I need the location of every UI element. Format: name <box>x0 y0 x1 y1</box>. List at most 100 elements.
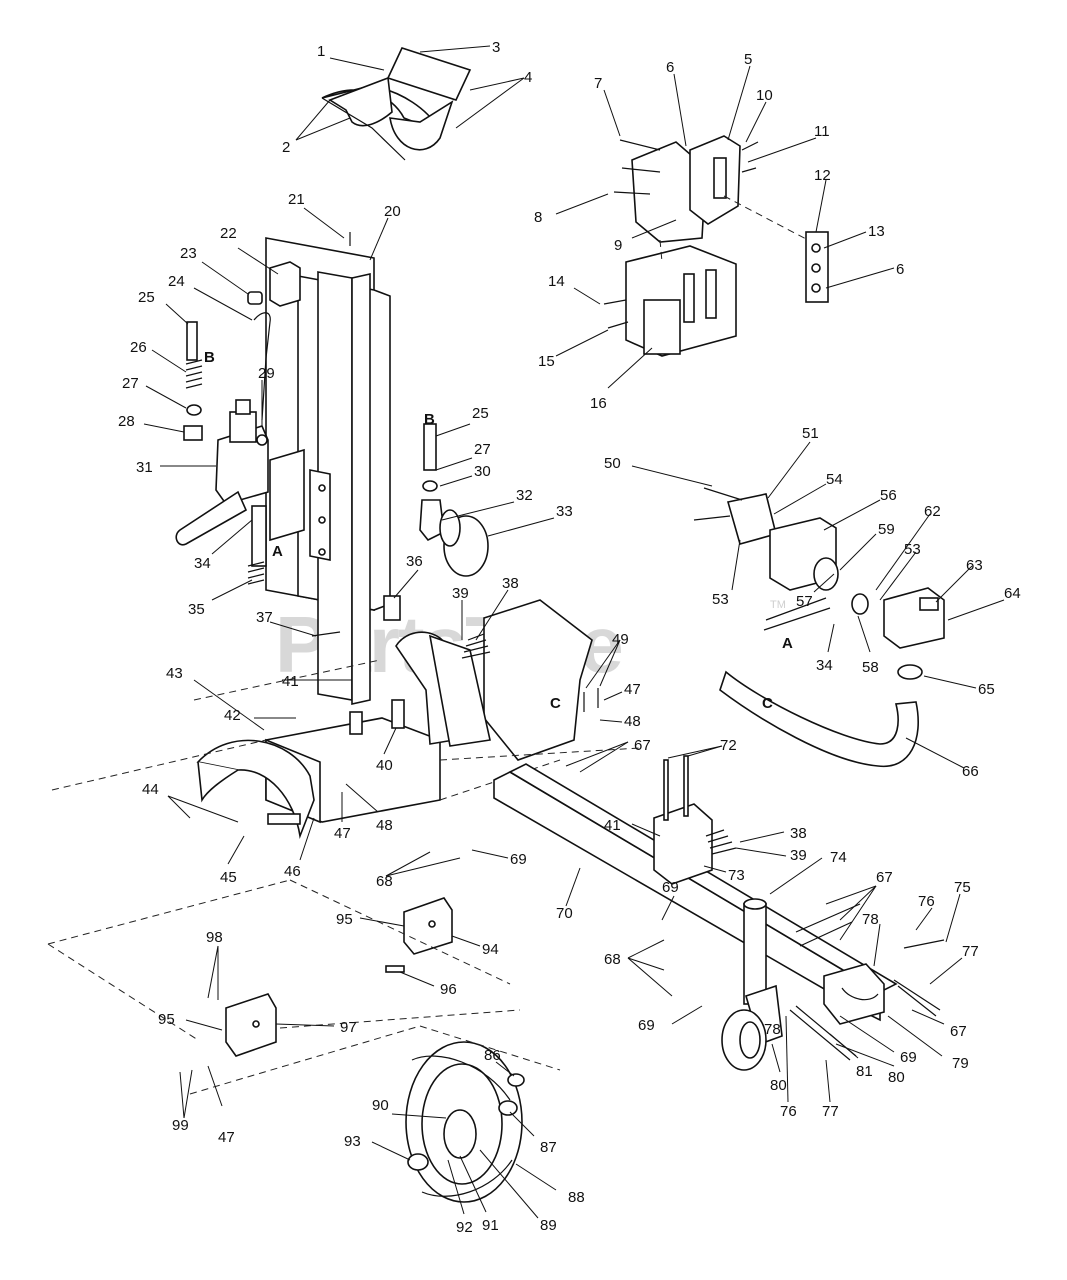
callout-47b: 47 <box>624 681 641 698</box>
callout-3: 3 <box>492 39 500 56</box>
callout-58: 58 <box>862 659 879 676</box>
vertical-beam <box>247 232 391 705</box>
callout-34b: 34 <box>816 657 833 674</box>
callout-95b: 95 <box>158 1011 175 1028</box>
callout-93: 93 <box>344 1133 361 1150</box>
callout-42: 42 <box>224 707 241 724</box>
callout-57: 57 <box>796 593 813 610</box>
callout-99: 99 <box>172 1117 189 1134</box>
callout-34a: 34 <box>194 555 211 572</box>
callout-69d: 69 <box>900 1049 917 1066</box>
callout-79: 79 <box>952 1055 969 1072</box>
callout-62: 62 <box>924 503 941 520</box>
callout-88: 88 <box>568 1189 585 1206</box>
callout-41b: 41 <box>604 817 621 834</box>
callout-39b: 39 <box>790 847 807 864</box>
callout-33: 33 <box>556 503 573 520</box>
callout-72: 72 <box>720 737 737 754</box>
callout-64: 64 <box>1004 585 1021 602</box>
callout-46: 46 <box>284 863 301 880</box>
callout-67c: 67 <box>950 1023 967 1040</box>
callout-86: 86 <box>484 1047 501 1064</box>
callout-53a: 53 <box>712 591 729 608</box>
callout-47c: 47 <box>218 1129 235 1146</box>
callout-68a: 68 <box>376 873 393 890</box>
callout-45: 45 <box>220 869 237 886</box>
callout-15: 15 <box>538 353 555 370</box>
section-letters: B B A A C C <box>204 349 793 712</box>
log-cradle-bracket <box>603 135 829 357</box>
callout-6a: 6 <box>666 59 674 76</box>
callout-39a: 39 <box>452 585 469 602</box>
callout-7: 7 <box>594 75 602 92</box>
callout-38a: 38 <box>502 575 519 592</box>
callout-56: 56 <box>880 487 897 504</box>
callout-92: 92 <box>456 1219 473 1236</box>
callout-97: 97 <box>340 1019 357 1036</box>
callout-26: 26 <box>130 339 147 356</box>
callout-37: 37 <box>256 609 273 626</box>
callout-14: 14 <box>548 273 565 290</box>
callout-81: 81 <box>856 1063 873 1080</box>
callout-77a: 77 <box>962 943 979 960</box>
callout-48a: 48 <box>376 817 393 834</box>
callout-76a: 76 <box>918 893 935 910</box>
callout-95a: 95 <box>336 911 353 928</box>
callout-1: 1 <box>317 43 325 60</box>
callout-28: 28 <box>118 413 135 430</box>
wheel-and-brackets <box>47 879 561 1203</box>
callout-labels: 1 2 3 4 5 6 6 7 8 9 10 11 12 13 14 15 16… <box>118 39 1021 1236</box>
callout-27a: 27 <box>122 375 139 392</box>
callout-23: 23 <box>180 245 197 262</box>
callout-87: 87 <box>540 1139 557 1156</box>
callout-12: 12 <box>814 167 831 184</box>
callout-69c: 69 <box>638 1017 655 1034</box>
callout-74: 74 <box>830 849 847 866</box>
base-and-wedge <box>51 595 641 840</box>
callout-73: 73 <box>728 867 745 884</box>
callout-78b: 78 <box>764 1021 781 1038</box>
pump-engine-assembly <box>693 487 945 768</box>
callout-21: 21 <box>288 191 305 208</box>
callout-80a: 80 <box>770 1077 787 1094</box>
leader-lines <box>143 45 1005 1219</box>
callout-4: 4 <box>524 69 532 86</box>
section-letter-b-right: B <box>424 411 435 428</box>
section-letter-c-left: C <box>550 695 561 712</box>
callout-24: 24 <box>168 273 185 290</box>
callout-96: 96 <box>440 981 457 998</box>
callout-6b: 6 <box>896 261 904 278</box>
callout-2: 2 <box>282 139 290 156</box>
control-valve-assembly <box>175 321 489 585</box>
callout-54: 54 <box>826 471 843 488</box>
section-letter-a-left: A <box>272 543 283 560</box>
callout-20: 20 <box>384 203 401 220</box>
callout-16: 16 <box>590 395 607 412</box>
callout-48b: 48 <box>624 713 641 730</box>
callout-89: 89 <box>540 1217 557 1234</box>
callout-35: 35 <box>188 601 205 618</box>
callout-76b: 76 <box>780 1103 797 1120</box>
tongue-and-jack <box>493 755 945 1071</box>
callout-13: 13 <box>868 223 885 240</box>
callout-59: 59 <box>878 521 895 538</box>
callout-27b: 27 <box>474 441 491 458</box>
section-letter-c-right: C <box>762 695 773 712</box>
callout-47a: 47 <box>334 825 351 842</box>
callout-77b: 77 <box>822 1103 839 1120</box>
callout-70: 70 <box>556 905 573 922</box>
callout-68b: 68 <box>604 951 621 968</box>
callout-25b: 25 <box>472 405 489 422</box>
callout-80b: 80 <box>888 1069 905 1086</box>
callout-25a: 25 <box>138 289 155 306</box>
callout-41a: 41 <box>282 673 299 690</box>
callout-5: 5 <box>744 51 752 68</box>
top-shield-assembly <box>321 47 472 161</box>
callout-38b: 38 <box>790 825 807 842</box>
callout-22: 22 <box>220 225 237 242</box>
callout-69a: 69 <box>510 851 527 868</box>
section-letter-a-right: A <box>782 635 793 652</box>
callout-65: 65 <box>978 681 995 698</box>
callout-51: 51 <box>802 425 819 442</box>
callout-11: 11 <box>814 123 830 140</box>
